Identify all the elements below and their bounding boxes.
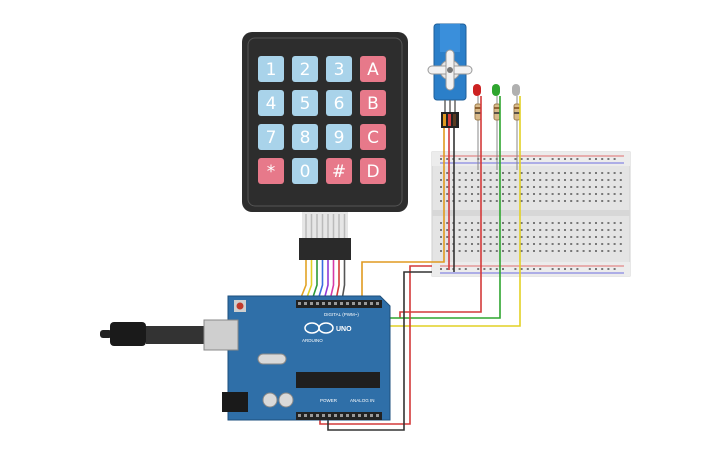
keypad-key-label: 6 bbox=[334, 94, 345, 114]
keypad-key-label: 1 bbox=[266, 60, 277, 80]
keypad-key-label: 9 bbox=[334, 128, 345, 148]
keypad-key-label: 4 bbox=[266, 94, 277, 114]
breadboard[interactable] bbox=[431, 151, 631, 277]
arduino-header-pins bbox=[298, 302, 379, 417]
keypad-key[interactable]: 2 bbox=[292, 56, 318, 82]
led-red[interactable] bbox=[473, 84, 482, 170]
keypad-key[interactable]: 8 bbox=[292, 124, 318, 150]
keypad-key[interactable]: 7 bbox=[258, 124, 284, 150]
keypad-pins bbox=[305, 214, 346, 238]
wires bbox=[299, 96, 521, 431]
keypad-key[interactable]: A bbox=[360, 56, 386, 82]
digital-pins-label: DIGITAL (PWM~) bbox=[324, 312, 359, 317]
keypad-wire bbox=[305, 260, 313, 301]
power-pins-label: POWER bbox=[320, 398, 338, 403]
keypad-key[interactable]: 9 bbox=[326, 124, 352, 150]
resistor bbox=[513, 103, 521, 121]
keypad-wire bbox=[323, 260, 329, 301]
servo-signal-wire bbox=[361, 128, 445, 310]
keypad-wire bbox=[317, 260, 324, 301]
keypad-key[interactable]: 0 bbox=[292, 158, 318, 184]
keypad-key-label: 0 bbox=[300, 162, 311, 182]
keypad-keys: 1 2 3 A 4 5 6 B 7 8 9 C * 0 # D bbox=[258, 56, 386, 184]
resistor bbox=[474, 103, 482, 121]
keypad-key[interactable]: 3 bbox=[326, 56, 352, 82]
keypad[interactable]: 1 2 3 A 4 5 6 B 7 8 9 C * 0 # D bbox=[242, 32, 408, 260]
keypad-wire-bundle bbox=[299, 260, 346, 301]
led-green[interactable] bbox=[492, 84, 501, 170]
servo-motor[interactable] bbox=[427, 23, 473, 128]
keypad-key-label: 7 bbox=[266, 128, 277, 148]
led-red-wire bbox=[399, 96, 482, 318]
arduino-board[interactable]: UNO ARDUINO DIGITAL (PWM~) POWER ANALOG … bbox=[100, 295, 391, 421]
keypad-wire bbox=[329, 260, 335, 301]
keypad-key[interactable]: 4 bbox=[258, 90, 284, 116]
keypad-wire bbox=[311, 260, 318, 301]
arduino-logo bbox=[304, 322, 334, 334]
keypad-key-label: C bbox=[367, 128, 379, 148]
keypad-key-label: D bbox=[366, 162, 379, 182]
keypad-key[interactable]: 1 bbox=[258, 56, 284, 82]
keypad-wire bbox=[341, 260, 346, 301]
keypad-key[interactable]: B bbox=[360, 90, 386, 116]
keypad-wire bbox=[335, 260, 340, 301]
arduino-brand: ARDUINO bbox=[302, 338, 323, 343]
keypad-key[interactable]: C bbox=[360, 124, 386, 150]
keypad-key[interactable]: D bbox=[360, 158, 386, 184]
led-white[interactable] bbox=[512, 84, 521, 170]
resistor bbox=[493, 103, 501, 121]
arduino-model: UNO bbox=[336, 326, 352, 333]
led-group bbox=[473, 84, 521, 170]
keypad-key-label: 5 bbox=[300, 94, 311, 114]
keypad-key[interactable]: 6 bbox=[326, 90, 352, 116]
power-wire-black bbox=[327, 271, 432, 431]
keypad-key-label: 8 bbox=[300, 128, 311, 148]
keypad-key[interactable]: * bbox=[258, 158, 284, 184]
keypad-wire bbox=[299, 260, 307, 301]
keypad-key[interactable]: 5 bbox=[292, 90, 318, 116]
breadboard-holes bbox=[440, 158, 622, 270]
keypad-key-label: A bbox=[367, 60, 379, 80]
led-green-wire bbox=[368, 96, 501, 319]
keypad-key-label: 3 bbox=[334, 60, 345, 80]
keypad-key-label: * bbox=[267, 162, 276, 182]
keypad-key-label: 2 bbox=[300, 60, 311, 80]
keypad-key-label: # bbox=[332, 162, 346, 182]
keypad-key[interactable]: # bbox=[326, 158, 352, 184]
keypad-key-label: B bbox=[367, 94, 379, 114]
analog-pins-label: ANALOG IN bbox=[350, 398, 375, 403]
